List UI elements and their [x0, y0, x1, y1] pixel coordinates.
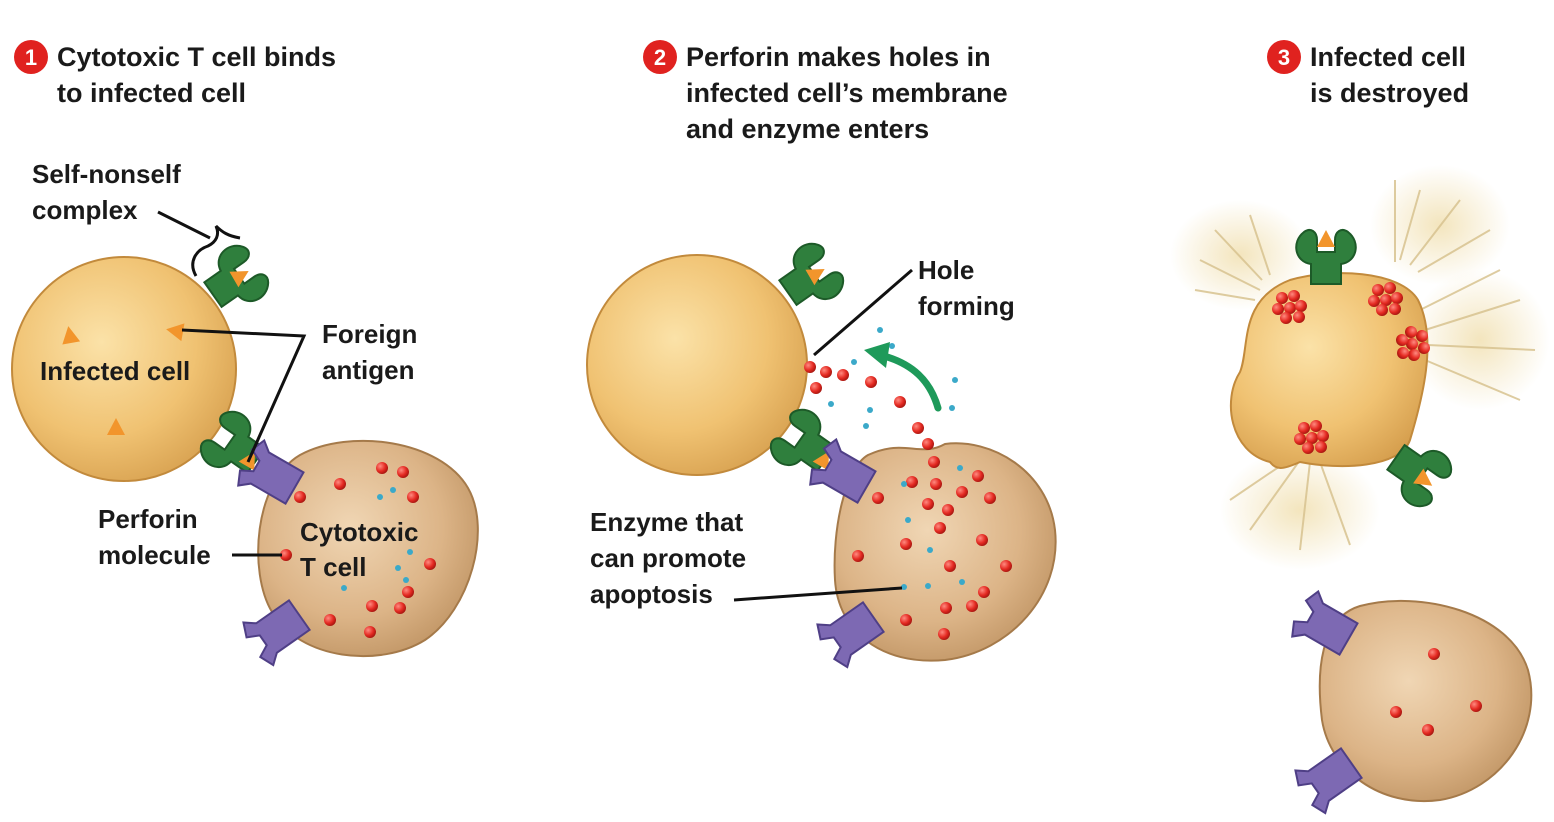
step-1-heading: 1 Cytotoxic T cell binds to infected cel… — [14, 40, 336, 108]
enzyme-label-line1: Enzyme that — [590, 507, 743, 537]
step-1-number: 1 — [25, 45, 37, 70]
green-arrow-icon — [880, 352, 942, 412]
perforin-label-line1: Perforin — [98, 504, 198, 534]
t-cell-label-line1: Cytotoxic — [300, 517, 418, 547]
enzyme-molecules — [828, 327, 965, 590]
step-2-title-line1: Perforin makes holes in — [686, 42, 991, 72]
lysis-debris — [1170, 165, 1550, 570]
antigen-icon — [1317, 230, 1335, 247]
perforin-label-line2: molecule — [98, 540, 211, 570]
step-1-badge — [14, 40, 48, 74]
step-1-title-line2: to infected cell — [57, 78, 246, 108]
step-2-title-line2: infected cell’s membrane — [686, 78, 1008, 108]
enzyme-label-line2: can promote — [590, 543, 746, 573]
complex-bracket — [191, 224, 241, 277]
step-1-title-line1: Cytotoxic T cell binds — [57, 42, 336, 72]
foreign-antigen-leader — [181, 328, 307, 463]
panel-1: 1 Cytotoxic T cell binds to infected cel… — [11, 40, 479, 670]
step-2-heading: 2 Perforin makes holes in infected cell’… — [643, 40, 1008, 144]
step-2-number: 2 — [654, 45, 666, 70]
perforin-molecules — [280, 462, 436, 638]
enzyme-molecules — [341, 487, 413, 591]
cytotoxic-t-cell — [257, 439, 479, 658]
t-cell-label-line2: T cell — [300, 552, 366, 582]
panel-3: 3 Infected cell is destroyed — [1170, 40, 1550, 818]
hole-forming-label-line2: forming — [918, 291, 1015, 321]
hole-forming-label-line1: Hole — [918, 255, 974, 285]
step-3-title-line1: Infected cell — [1310, 42, 1466, 72]
step-2-title-line3: and enzyme enters — [686, 114, 929, 144]
infected-cell — [11, 256, 237, 482]
green-arrowhead-icon — [864, 342, 890, 368]
foreign-antigen-label-line2: antigen — [322, 355, 414, 385]
step-3-heading: 3 Infected cell is destroyed — [1267, 40, 1469, 108]
perforin-pore-clusters — [1272, 282, 1430, 454]
perforin-molecules — [1390, 648, 1482, 736]
cytotoxic-t-cell — [833, 442, 1057, 662]
self-nonself-label-line1: Self-nonself — [32, 159, 181, 189]
step-2-badge — [643, 40, 677, 74]
step-3-badge — [1267, 40, 1301, 74]
enzyme-label-line3: apoptosis — [590, 579, 713, 609]
step-3-number: 3 — [1278, 45, 1290, 70]
panel-2: 2 Perforin makes holes in infected cell’… — [586, 40, 1057, 672]
infected-cell-label: Infected cell — [40, 356, 190, 386]
cytotoxic-t-cell — [1318, 599, 1533, 803]
self-nonself-label-line2: complex — [32, 195, 138, 225]
destroyed-infected-cell — [1229, 272, 1429, 469]
foreign-antigen-label-line1: Foreign — [322, 319, 417, 349]
perforin-molecules — [804, 361, 1012, 640]
step-3-title-line2: is destroyed — [1310, 78, 1469, 108]
